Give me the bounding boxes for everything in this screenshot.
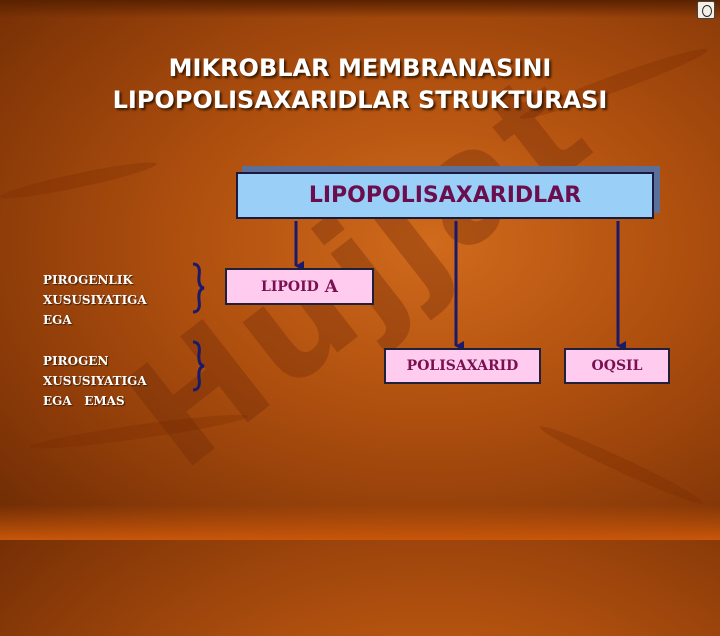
slide-title: MIKROBLAR MEMBRANASINI LIPOPOLISAXARIDLA… <box>60 52 660 116</box>
side-label-line: PIROGENLIK <box>43 273 133 287</box>
side-label-line: XUSUSIYATIGA <box>43 293 147 307</box>
top-shade <box>0 0 720 18</box>
side-label-line: EGA <box>43 313 72 327</box>
brace-2 <box>192 340 205 392</box>
node-polisaxarid: POLISAXARID <box>384 348 541 384</box>
bottom-shade <box>0 505 720 540</box>
node-lipoid-a: LIPOID A <box>225 268 374 305</box>
node-oqsil: OQSIL <box>564 348 670 384</box>
root-node-lipopolisaxaridlar: LIPOPOLISAXARIDLAR <box>236 172 654 219</box>
side-label-pyrogenic: PIROGENLIK XUSUSIYATIGA EGA <box>43 270 193 330</box>
side-label-line: PIROGEN <box>43 354 109 368</box>
navigation-icon[interactable] <box>697 1 715 19</box>
side-label-line: EGA EMAS <box>43 394 125 408</box>
title-line-1: MIKROBLAR MEMBRANASINI <box>168 54 552 82</box>
side-label-line: XUSUSIYATIGA <box>43 374 147 388</box>
node-lipoid-suffix: A <box>324 276 338 297</box>
title-line-2: LIPOPOLISAXARIDLAR STRUKTURASI <box>112 86 608 114</box>
side-label-non-pyrogenic: PIROGEN XUSUSIYATIGA EGA EMAS <box>43 351 193 411</box>
connector-lines <box>192 221 626 392</box>
brace-1 <box>192 262 205 314</box>
node-lipoid-label: LIPOID <box>260 278 319 295</box>
